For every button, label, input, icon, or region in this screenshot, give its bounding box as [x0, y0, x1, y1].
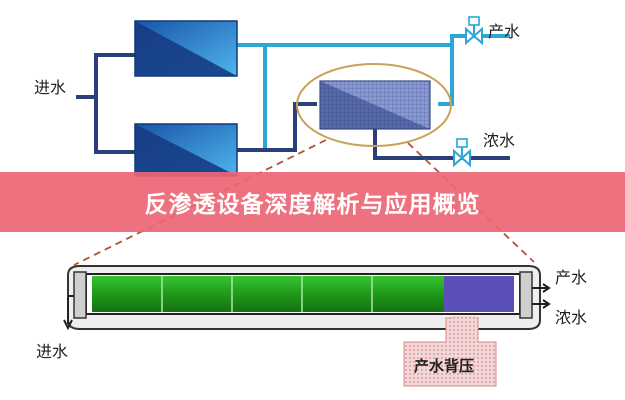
- back-pressure-zone: [444, 276, 514, 312]
- bottom-inlet-pipe: [63, 295, 74, 331]
- top-inlet-label: 进水: [34, 78, 66, 97]
- bottom-concentrate-label: 浓水: [555, 308, 587, 327]
- top-product-label: 产水: [488, 22, 520, 41]
- product-valve-icon: [465, 16, 483, 46]
- ro-module-upper: [134, 20, 238, 77]
- bottom-product-label: 产水: [555, 268, 587, 287]
- back-pressure-callout: [403, 316, 497, 387]
- ro-module-highlighted: [319, 80, 431, 130]
- membrane-elements: [92, 276, 444, 312]
- page-title: 反渗透设备深度解析与应用概览: [144, 192, 481, 218]
- inlet-pipe: [76, 53, 137, 154]
- title-banner: 反渗透设备深度解析与应用概览: [0, 172, 625, 232]
- bottom-outlet-arrows: [532, 283, 551, 309]
- back-pressure-label: 产水背压: [414, 357, 474, 375]
- ro-module-lower: [134, 123, 238, 177]
- concentrate-valve-icon: [453, 138, 471, 168]
- bottom-inlet-label: 进水: [36, 342, 68, 361]
- top-concentrate-label: 浓水: [483, 131, 515, 150]
- highlight-ellipse: [296, 63, 452, 147]
